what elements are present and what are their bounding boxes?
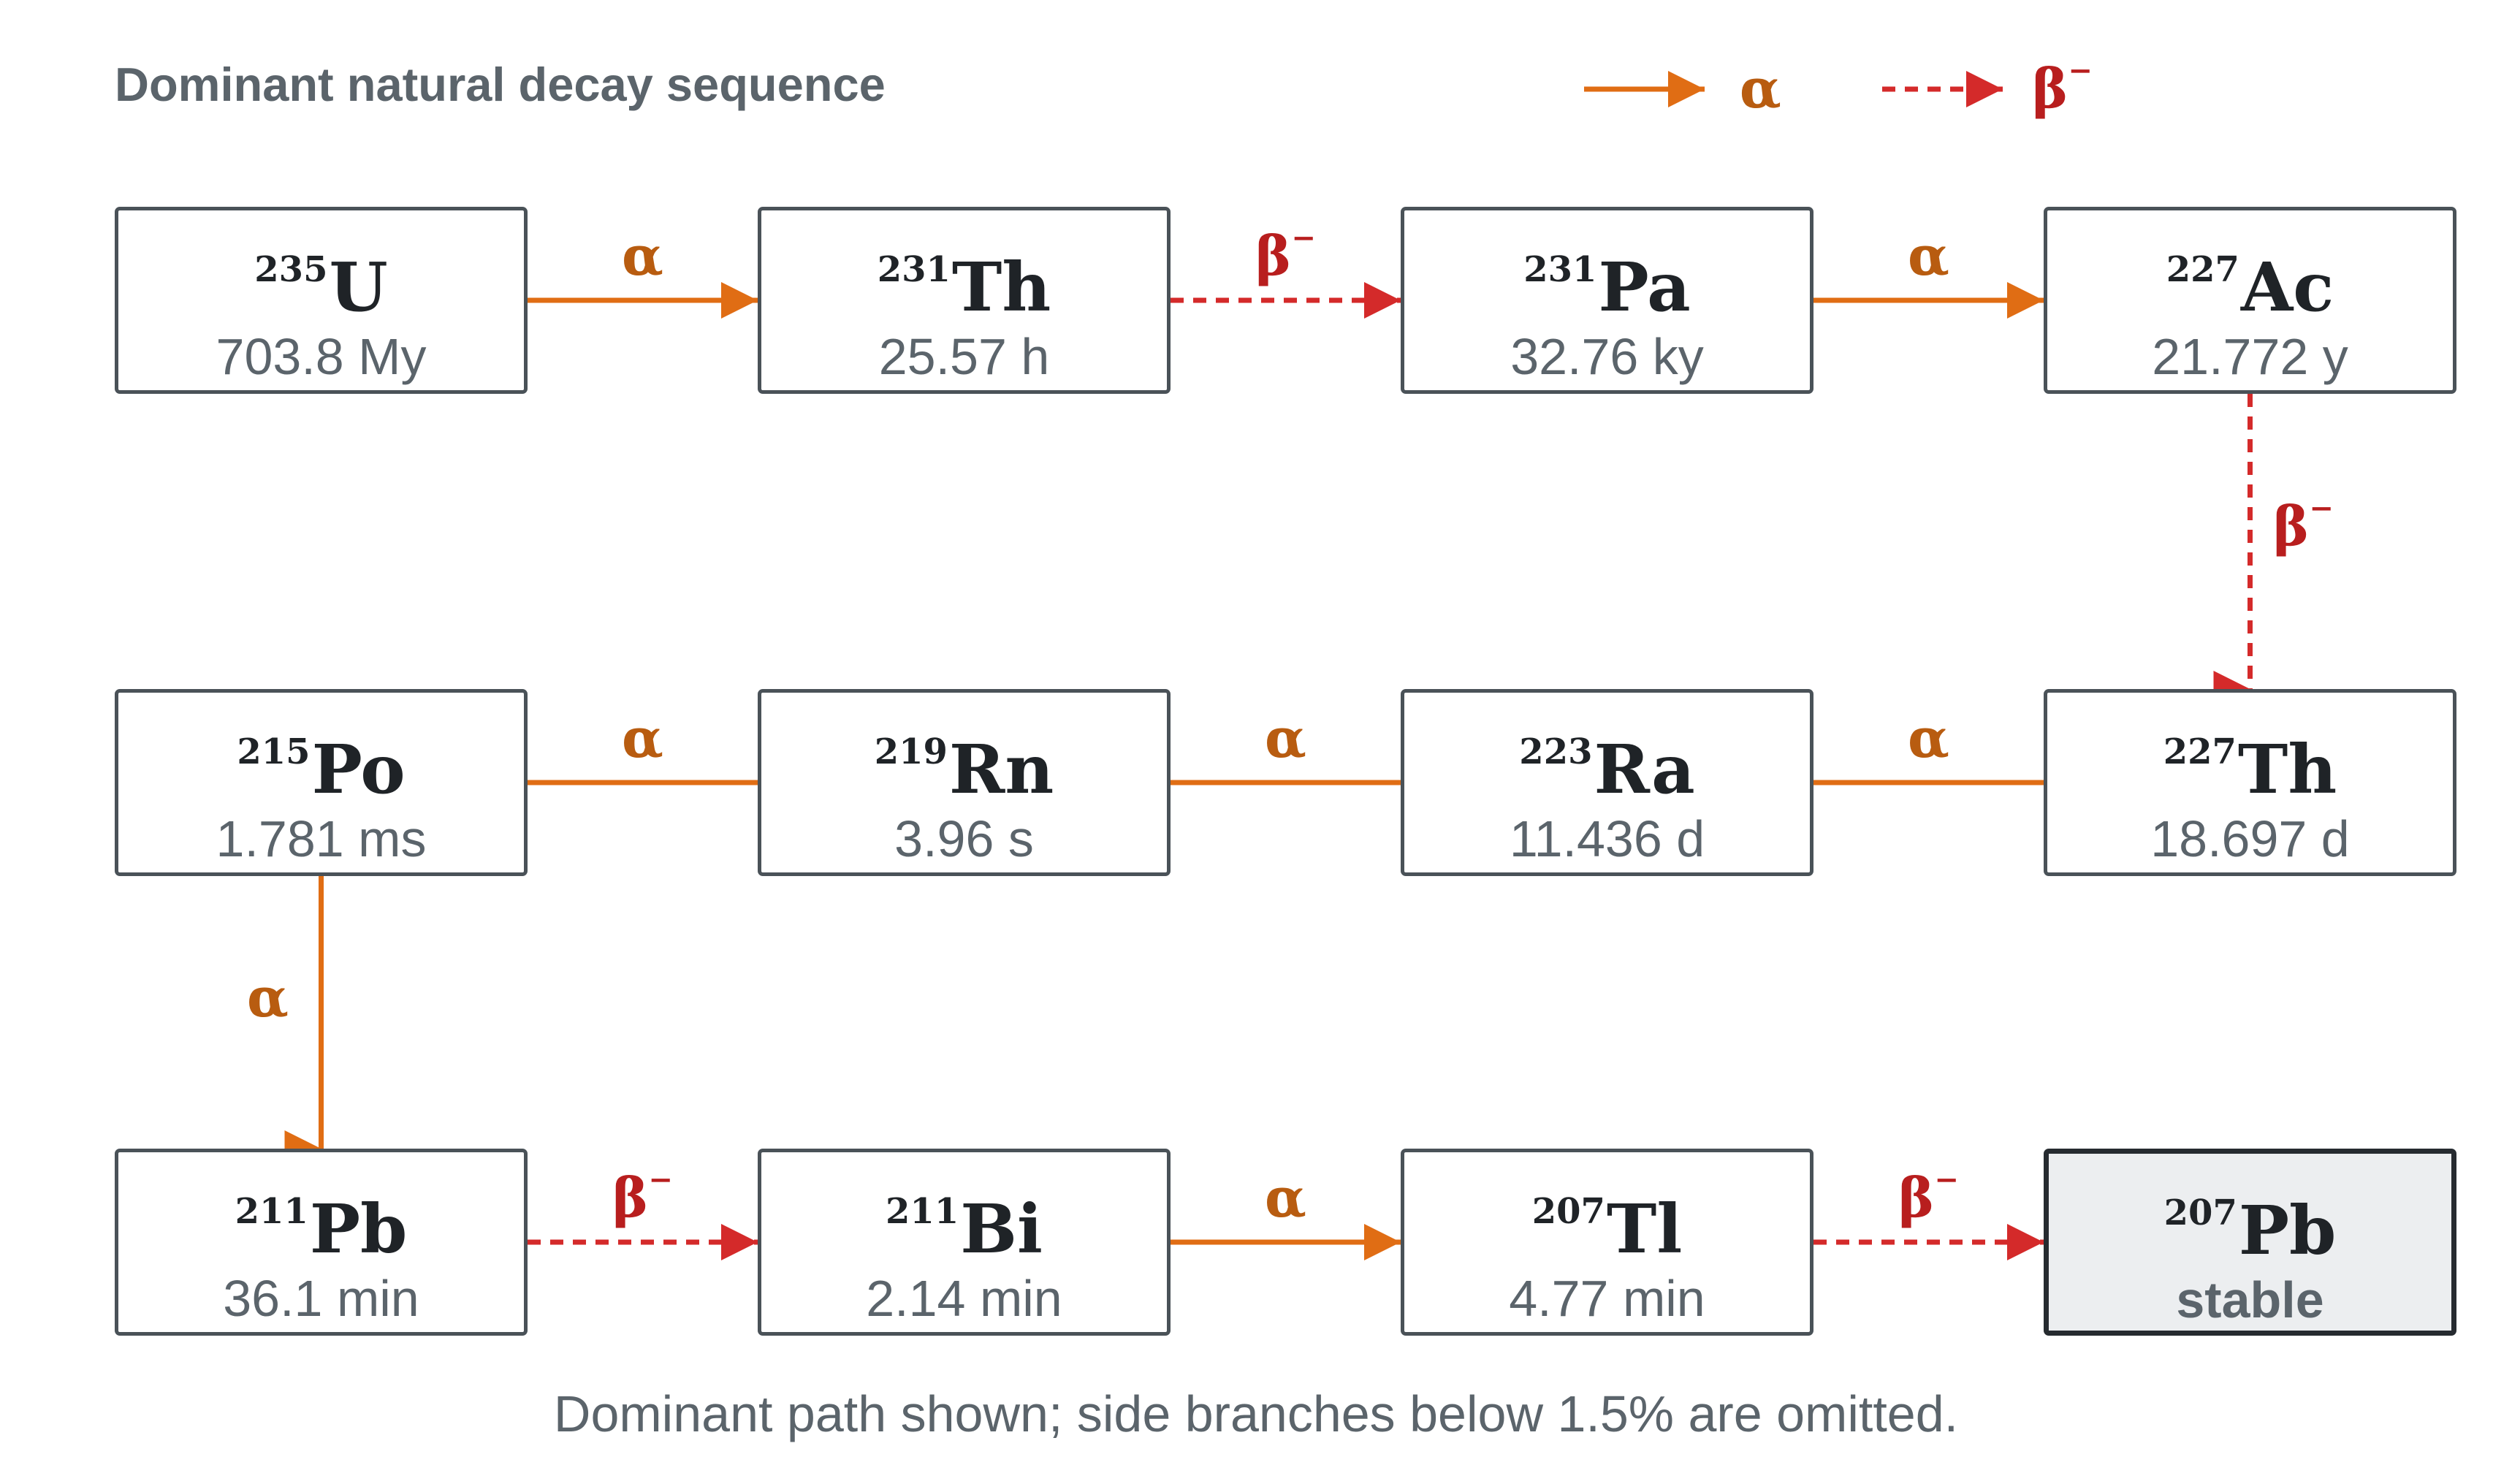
- element-symbol: U: [329, 248, 388, 327]
- nuclide-label: 207Tl: [1404, 1190, 1810, 1277]
- element-symbol: Pa: [1598, 248, 1691, 327]
- legend-label-beta: β−: [2032, 53, 2093, 121]
- decay-label-rn219-po215: α: [622, 707, 663, 770]
- element-symbol: Rn: [948, 730, 1054, 809]
- decay-label-th227-ra223: α: [1908, 707, 1949, 770]
- decay-label-u235-th231: α: [622, 225, 663, 288]
- diagram-title: Dominant natural decay sequence: [115, 58, 886, 111]
- element-symbol: Th: [2237, 730, 2337, 809]
- nuclide-label: 223Ra: [1404, 730, 1810, 818]
- mass-number: 231: [877, 249, 951, 290]
- half-life: 1.781 ms: [216, 810, 427, 867]
- half-life: 21.772 y: [2152, 328, 2348, 385]
- mass-number: 223: [1519, 731, 1593, 772]
- nuclide-label: 227Ac: [2047, 248, 2453, 335]
- nuclide-label: 207Pb: [2049, 1191, 2451, 1279]
- half-life: stable: [2176, 1271, 2324, 1328]
- element-symbol: Po: [311, 730, 406, 809]
- decay-label-ac227-th227: β−: [2273, 491, 2334, 558]
- half-life: 25.57 h: [878, 328, 1050, 385]
- mass-number: 231: [1523, 249, 1597, 290]
- half-life: 11.436 d: [1509, 810, 1705, 867]
- element-symbol: Tl: [1606, 1190, 1683, 1268]
- half-life: 32.76 ky: [1510, 328, 1704, 385]
- half-life: 18.697 d: [2150, 810, 2350, 867]
- nuclide-label: 211Bi: [761, 1190, 1167, 1277]
- decay-label-th231-pa231: β−: [1255, 221, 1316, 288]
- half-life: 36.1 min: [223, 1270, 419, 1327]
- nuclide-label: 211Pb: [118, 1190, 524, 1277]
- mass-number: 219: [874, 731, 948, 772]
- decay-label-pa231-ac227: α: [1908, 225, 1949, 288]
- nuclide-label: 215Po: [118, 730, 524, 818]
- footnote: Dominant path shown; side branches below…: [553, 1385, 1959, 1442]
- mass-number: 227: [2163, 731, 2237, 772]
- nuclide-label: 219Rn: [761, 730, 1167, 818]
- nuclide-label: 227Th: [2047, 730, 2453, 818]
- half-life: 703.8 My: [216, 328, 427, 385]
- decay-label-ra223-rn219: α: [1265, 707, 1306, 770]
- element-symbol: Ac: [2240, 248, 2334, 327]
- nuclide-label: 231Th: [761, 248, 1167, 335]
- mass-number: 211: [235, 1191, 308, 1232]
- mass-number: 227: [2166, 249, 2239, 290]
- nuclide-label: 235U: [118, 248, 524, 335]
- nuclide-label: 231Pa: [1404, 248, 1810, 335]
- decay-label-po215-pb211: α: [247, 966, 289, 1030]
- mass-number: 235: [254, 249, 328, 290]
- element-symbol: Bi: [960, 1190, 1043, 1268]
- element-symbol: Pb: [309, 1190, 408, 1268]
- mass-number: 207: [2163, 1192, 2237, 1233]
- mass-number: 211: [886, 1191, 959, 1232]
- mass-number: 215: [237, 731, 311, 772]
- half-life: 3.96 s: [894, 810, 1034, 867]
- decay-label-tl207-pb207: β−: [1898, 1163, 1959, 1230]
- half-life: 2.14 min: [866, 1270, 1062, 1327]
- half-life: 4.77 min: [1509, 1270, 1705, 1327]
- decay-label-bi211-tl207: α: [1265, 1167, 1306, 1230]
- legend-label-alpha: α: [1739, 58, 1781, 121]
- element-symbol: Ra: [1594, 730, 1695, 809]
- element-symbol: Pb: [2238, 1191, 2337, 1270]
- decay-label-pb211-bi211: β−: [612, 1163, 673, 1230]
- element-symbol: Th: [951, 248, 1051, 327]
- mass-number: 207: [1531, 1191, 1605, 1232]
